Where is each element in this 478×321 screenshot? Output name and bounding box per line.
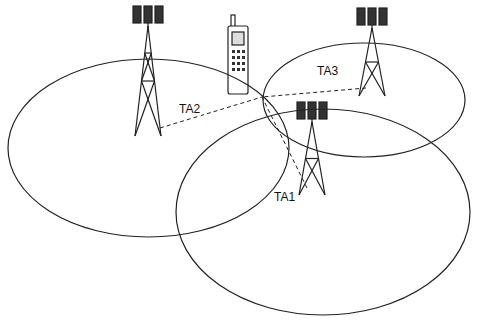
area-label: TA1 (273, 190, 296, 204)
coverage-ellipse (262, 42, 466, 158)
area-label: TA3 (316, 64, 339, 78)
coverage-ellipse (7, 58, 290, 238)
coverage-outline (176, 109, 470, 315)
area-label: TA2 (178, 102, 201, 116)
coverage-area: TA1 (175, 108, 471, 316)
coverage-ellipse (175, 108, 471, 316)
coverage-outline (8, 59, 289, 237)
mobile-phone (228, 15, 248, 94)
coverage-area: TA3 (262, 42, 466, 158)
base-station-tower (133, 6, 163, 136)
coverage-area: TA2 (7, 58, 290, 238)
base-station-tower (357, 8, 387, 96)
coverage-outline (263, 43, 465, 157)
